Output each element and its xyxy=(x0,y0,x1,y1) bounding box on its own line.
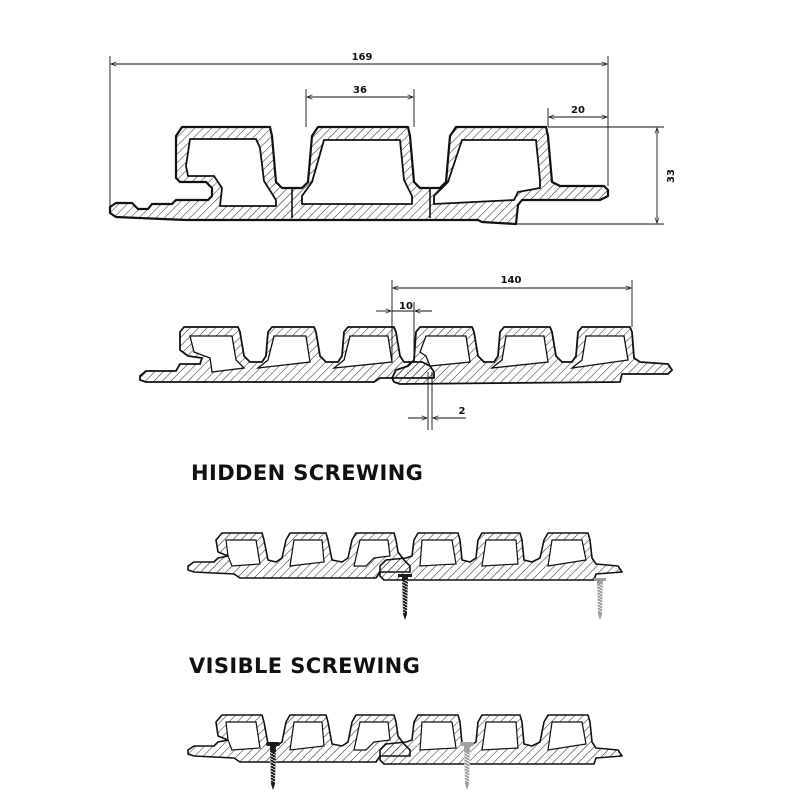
hidden-screwing-title: HIDDEN SCREWING xyxy=(191,461,424,485)
dim-169-label: 169 xyxy=(352,52,373,63)
visible-chamber-4 xyxy=(419,721,457,751)
hidden-chamber-4 xyxy=(419,539,457,567)
visible-chamber-3 xyxy=(353,721,391,751)
hidden-chamber-2 xyxy=(289,539,325,567)
screw-icon xyxy=(594,578,606,620)
joint-right-chamber-3 xyxy=(569,335,629,369)
joint-dimensions xyxy=(376,280,633,430)
detail-dimensions xyxy=(109,56,664,225)
dim-33-label: 33 xyxy=(666,169,677,183)
visible-chamber-2 xyxy=(289,721,325,751)
chamber-1 xyxy=(185,138,277,207)
visible-chamber-5 xyxy=(481,721,519,751)
dim-140-label: 140 xyxy=(501,275,522,286)
dim-20-label: 20 xyxy=(571,105,585,116)
chamber-3 xyxy=(433,139,541,205)
hidden-screwing-assembly xyxy=(187,532,623,620)
joint-right-chamber-2 xyxy=(489,335,549,369)
visible-screwing-title: VISIBLE SCREWING xyxy=(189,654,421,678)
joint-right-panel xyxy=(391,326,673,385)
joint-left-panel xyxy=(139,326,435,383)
joint-assembly xyxy=(139,326,673,385)
hidden-chamber-6 xyxy=(547,539,587,567)
detail-profile xyxy=(108,125,610,226)
visible-screwing-assembly xyxy=(187,714,623,790)
dim-2-label: 2 xyxy=(459,406,466,417)
joint-left-chamber-1 xyxy=(189,335,246,373)
joint-left-chamber-3 xyxy=(331,335,393,369)
visible-chamber-6 xyxy=(547,721,587,751)
screw-icon xyxy=(460,742,474,790)
hidden-chamber-3 xyxy=(353,539,391,567)
dim-10-label: 10 xyxy=(399,301,413,312)
joint-right-chamber-1 xyxy=(419,335,471,367)
screw-icon xyxy=(266,742,280,790)
chamber-2 xyxy=(301,139,413,205)
detail-webs xyxy=(291,188,431,218)
dim-36-label: 36 xyxy=(353,85,367,96)
visible-chamber-1 xyxy=(225,721,261,751)
joint-left-chamber-2 xyxy=(255,335,311,369)
hidden-chamber-5 xyxy=(481,539,519,567)
hidden-chamber-1 xyxy=(225,539,261,567)
detail-chambers xyxy=(185,138,541,207)
screw-icon xyxy=(398,574,412,620)
